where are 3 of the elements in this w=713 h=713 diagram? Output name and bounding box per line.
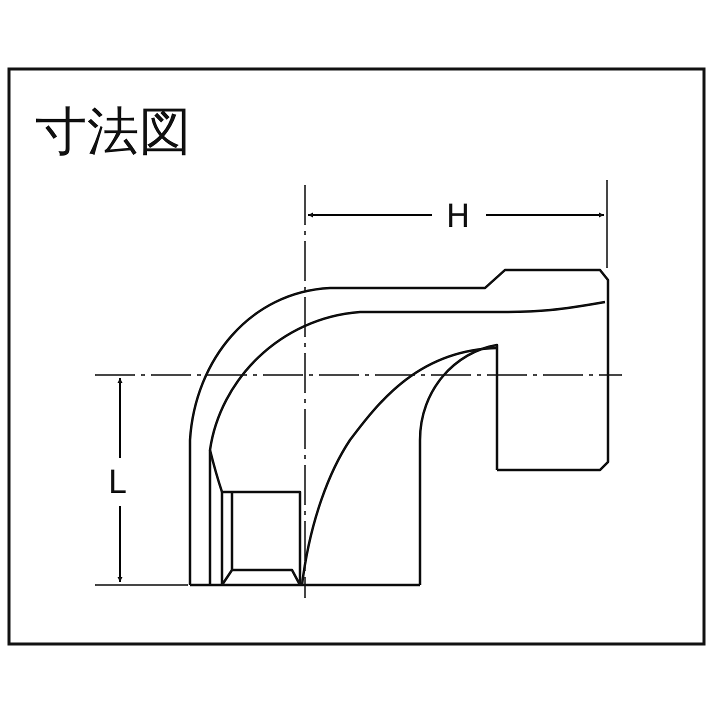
dimension-label: H: [446, 200, 470, 232]
dimension-label: L: [108, 466, 126, 498]
title: 寸法図: [35, 106, 191, 158]
